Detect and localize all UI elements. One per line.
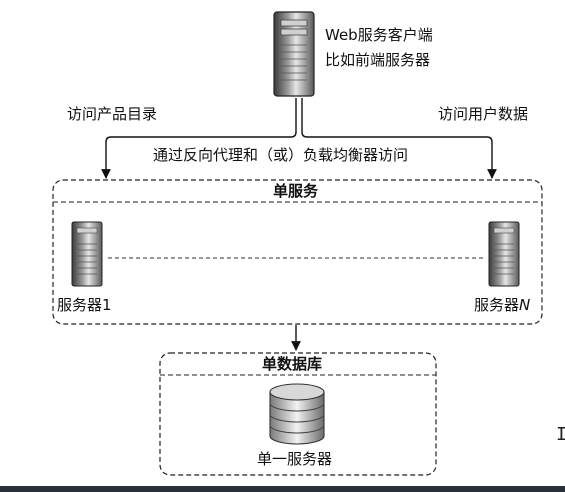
client-title: Web服务客户端 [325,26,433,44]
server-n-label-suffix: N [519,296,531,314]
service-group-box [52,179,543,325]
client-subtitle: 比如前端服务器 [325,51,431,69]
server-n-label: 服务器N [474,296,530,314]
proxy-label: 通过反向代理和（或）负载均衡器访问 [153,146,409,164]
server-1-label: 服务器1 [57,296,112,314]
client-server-icon [273,11,315,97]
bottom-bar [0,486,565,492]
server-n-label-text: 服务器 [474,296,520,314]
database-group-box [159,352,437,476]
server-n-icon [488,221,520,287]
right-access-arrow [301,98,497,179]
service-group-title: 单服务 [273,182,319,200]
left-arrow-label: 访问产品目录 [67,105,158,123]
left-access-arrow [101,98,297,179]
server-1-icon [71,221,103,287]
database-group-title: 单数据库 [262,355,323,373]
database-icon [269,383,325,445]
database-label: 单一服务器 [257,450,333,468]
text-cursor-icon: I [556,424,565,445]
right-arrow-label: 访问用户数据 [438,105,529,123]
